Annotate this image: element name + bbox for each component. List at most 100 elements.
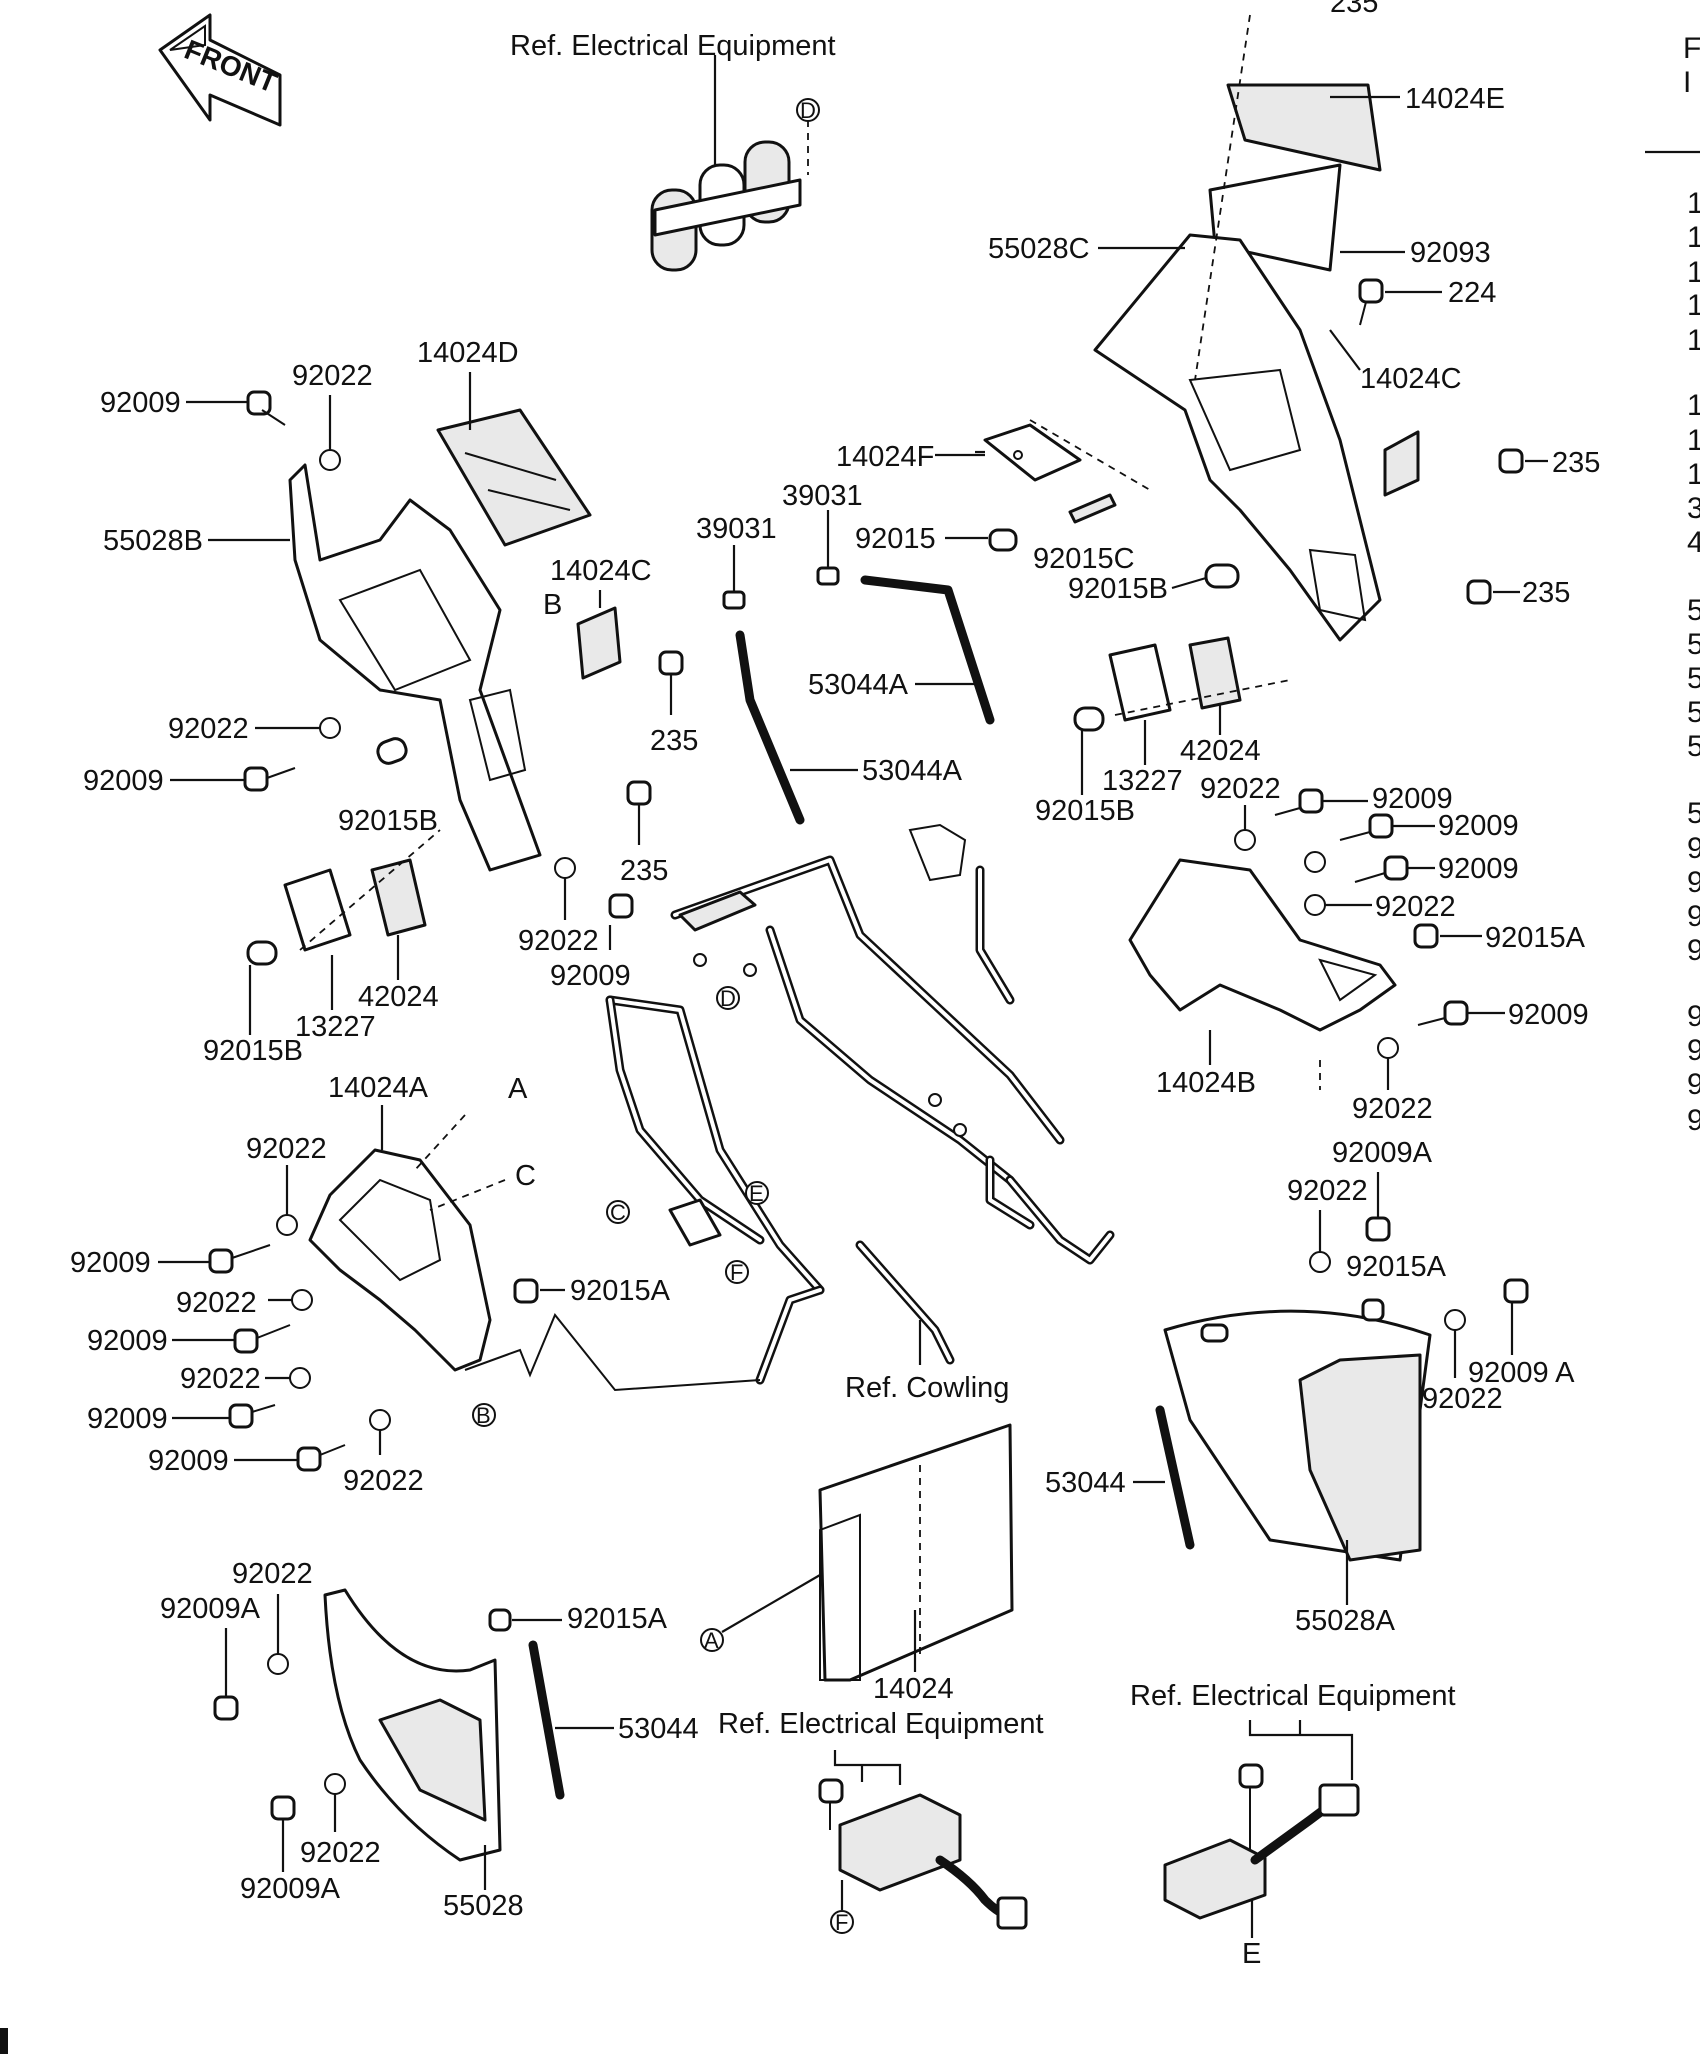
right-column-glyph: 1 xyxy=(1687,458,1700,491)
screw-92009a-right-icon xyxy=(1365,1172,1391,1242)
right-column-glyph: 1 xyxy=(1687,256,1700,289)
label-92009-r4: 92009 xyxy=(1508,999,1589,1031)
label-55028b: 55028B xyxy=(103,525,203,557)
label-92015b-left-2: 92015B xyxy=(203,1035,303,1067)
callout-e-frame: E xyxy=(745,1181,769,1206)
label-92015: 92015 xyxy=(855,523,936,555)
screw-92009-a4-icon xyxy=(296,1444,346,1472)
socket-13227-42024-right-icon xyxy=(1073,636,1291,732)
screw-235-right-1-icon xyxy=(1498,448,1548,474)
label-235-left-1: 235 xyxy=(650,725,698,757)
svg-text:F: F xyxy=(835,1910,848,1935)
label-92022-r1: 92022 xyxy=(1200,773,1281,805)
nut-39031-a-icon xyxy=(722,545,746,610)
label-224: 224 xyxy=(1448,277,1496,309)
screw-92009-a1-icon xyxy=(208,1244,271,1274)
right-column-glyph: 9 xyxy=(1687,832,1700,865)
label-14024a: 14024A xyxy=(328,1072,429,1104)
washer-92022-bl2-icon xyxy=(324,1773,346,1832)
label-92009a-rr2: 92009 A xyxy=(1468,1357,1575,1389)
screw-92009-l1-icon xyxy=(243,766,296,792)
screw-235-right-2-icon xyxy=(1466,579,1520,605)
panel-14024b-icon xyxy=(1128,858,1397,1032)
label-92015a-right: 92015A xyxy=(1485,922,1586,954)
screw-224-icon xyxy=(1358,278,1442,326)
label-235-left-2: 235 xyxy=(620,855,668,887)
label-53044-right: 53044 xyxy=(1045,1467,1126,1499)
screw-235-left-1-icon xyxy=(658,650,684,715)
plate-14024f-icon xyxy=(975,419,1151,491)
label-55028c: 55028C xyxy=(988,233,1090,265)
label-39031-a: 39031 xyxy=(696,513,777,545)
screw-92009-a3-icon xyxy=(228,1403,276,1429)
label-235-right-1: 235 xyxy=(1552,447,1600,479)
damper-92015b-center-icon xyxy=(1204,563,1240,589)
ref-electrical-right: Ref. Electrical Equipment xyxy=(1130,1680,1456,1712)
washer-92022-r3-icon xyxy=(1377,1037,1399,1090)
label-92022-r2: 92022 xyxy=(1375,891,1456,923)
strip-53044a-icon xyxy=(735,575,995,825)
label-39031-b: 39031 xyxy=(782,480,863,512)
callout-b-mid: B xyxy=(543,589,562,621)
washer-92022-a4-icon xyxy=(369,1409,391,1455)
right-column-glyph: 9 xyxy=(1687,866,1700,899)
screw-92009-r3-icon xyxy=(1354,855,1435,883)
svg-text:C: C xyxy=(515,1160,536,1192)
right-column-glyph: 9 xyxy=(1687,1000,1700,1033)
svg-text:D: D xyxy=(800,98,816,123)
label-92009-tl: 92009 xyxy=(100,387,181,419)
svg-text:C: C xyxy=(610,1200,626,1225)
label-92009-r3: 92009 xyxy=(1438,853,1519,885)
damper-92015a-a-icon xyxy=(513,1278,565,1304)
screw-235-left-2-icon xyxy=(626,780,652,845)
washer-92022-tl-icon xyxy=(319,449,341,471)
label-235-right-2: 235 xyxy=(1522,577,1570,609)
callout-f-bottom: F xyxy=(830,1910,854,1935)
strip-53044-bl-icon xyxy=(528,1640,614,1800)
label-92015b-right: 92015B xyxy=(1035,795,1135,827)
right-column-glyph: 5 xyxy=(1687,628,1700,661)
washer-92022-a2-icon xyxy=(268,1289,313,1311)
label-13227-right: 13227 xyxy=(1102,765,1183,797)
screw-92009-r4-icon xyxy=(1417,1000,1505,1026)
washer-92022-rr-icon xyxy=(1309,1210,1331,1273)
label-92015b-left: 92015B xyxy=(338,805,438,837)
right-column-glyph: 9 xyxy=(1687,900,1700,933)
right-column-glyph: 4 xyxy=(1687,526,1700,559)
callout-c-top: C xyxy=(429,1160,536,1211)
relay-block-icon xyxy=(650,55,809,272)
panel-55028b-icon xyxy=(288,408,622,872)
label-92009a-bl: 92009A xyxy=(160,1593,261,1625)
label-14024d: 14024D xyxy=(417,337,519,369)
damper-92015a-bl-icon xyxy=(488,1608,562,1632)
callout-d-top: D xyxy=(796,98,820,123)
panel-14024a-icon xyxy=(308,1148,492,1372)
label-92022-tl: 92022 xyxy=(292,360,373,392)
label-55028: 55028 xyxy=(443,1890,524,1922)
callout-f-frame: F xyxy=(725,1260,749,1285)
label-92022-rr: 92022 xyxy=(1287,1175,1368,1207)
label-92022-bl: 92022 xyxy=(232,1558,313,1590)
washer-92022-bl-icon xyxy=(267,1594,289,1675)
svg-text:F: F xyxy=(730,1260,743,1285)
svg-text:F: F xyxy=(1683,32,1700,65)
label-92022-l1: 92022 xyxy=(168,713,249,745)
screw-92009-tl-icon xyxy=(246,390,286,426)
ecu-unit-icon xyxy=(818,1750,1028,1930)
screw-92009-r2-icon xyxy=(1339,813,1435,841)
damper-92015a-right-icon xyxy=(1413,923,1482,949)
socket-13227-42024-left-icon xyxy=(246,829,441,966)
washer-92022-a1-icon xyxy=(276,1165,298,1236)
label-53044a-a: 53044A xyxy=(808,669,909,701)
label-92022-bl2: 92022 xyxy=(300,1837,381,1869)
right-column-glyph: 9 xyxy=(1687,934,1700,967)
svg-text:A: A xyxy=(704,1628,719,1653)
strip-53044-right-icon xyxy=(1133,1405,1195,1550)
label-92009-a2: 92009 xyxy=(87,1325,168,1357)
label-92009-l2: 92009 xyxy=(550,960,631,992)
screw-92009-a2-icon xyxy=(233,1324,291,1354)
right-column-glyph: 1 xyxy=(1687,221,1700,254)
callout-e-bottom: E xyxy=(1242,1938,1261,1970)
label-14024c-right: 14024C xyxy=(1360,363,1462,395)
